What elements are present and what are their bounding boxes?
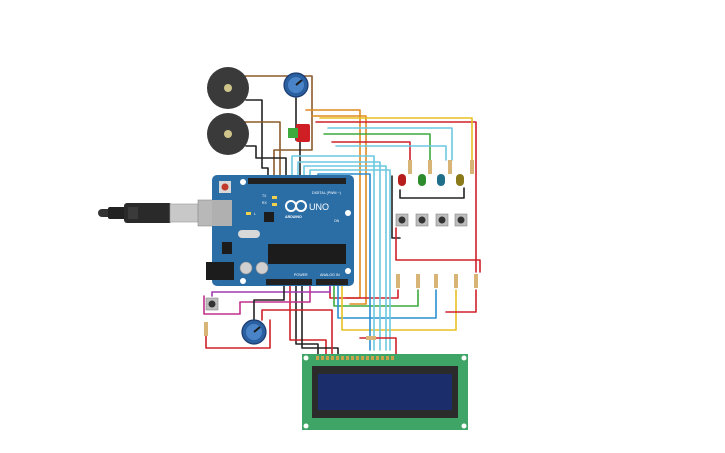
resistor[interactable] [416,274,420,288]
wire-buzzer-3[interactable] [239,121,281,181]
wire-lcd-vcc[interactable] [289,283,327,355]
lcd-display[interactable] [302,354,468,430]
wire-btn1[interactable] [329,283,399,299]
potentiometer-top[interactable] [283,72,309,98]
resistor[interactable] [470,160,474,174]
wire-red-top[interactable] [315,121,477,273]
resistor[interactable] [204,322,208,336]
rx-label: RX [262,201,267,205]
buzzer-bottom[interactable] [207,113,249,155]
wire-btn-red[interactable] [445,289,477,313]
resistor[interactable] [408,160,412,174]
buzzer-top[interactable] [207,67,249,109]
pushbutton-3[interactable] [435,213,449,227]
l-label: L [254,212,256,216]
wire-btn3[interactable] [337,283,437,319]
wire-btn-gnd[interactable] [391,175,401,239]
wire-lcd-d6[interactable] [303,165,387,351]
wire-yellow-top[interactable] [319,117,473,161]
wire-red-led[interactable] [331,141,411,161]
led-blue[interactable] [437,174,445,186]
wire-btn-rail[interactable] [395,227,481,273]
on-label: ON [334,219,340,223]
resistor[interactable] [448,160,452,174]
leds [398,174,464,186]
board-brand-label: ARDUINO [285,215,302,219]
analog-header-label: ANALOG IN [320,273,340,277]
wire-lcd-d5[interactable] [297,161,381,351]
led-yellow[interactable] [456,174,464,186]
wire-gray-top[interactable] [335,145,447,161]
button-resistors [366,274,478,340]
power-header-label: POWER [294,273,308,277]
wire-pot-bottom-v0[interactable] [261,309,333,355]
wire-purple[interactable] [211,283,331,297]
wire-pot-bottom-red[interactable] [205,319,271,349]
resistor[interactable] [366,336,376,340]
wire-green-top[interactable] [323,133,431,161]
wire-pot-bottom-gnd[interactable] [253,283,285,321]
pushbuttons [395,213,468,227]
resistor[interactable] [454,274,458,288]
wire-cyan-top[interactable] [327,127,453,161]
wire-btn4[interactable] [341,283,457,331]
wire-buzzer-4[interactable] [245,145,287,181]
pushbutton-4[interactable] [454,213,468,227]
usb-cable[interactable] [98,199,233,227]
tx-label: TX [262,194,267,198]
wire-orange-2[interactable] [311,115,367,305]
slide-switch[interactable] [288,124,310,142]
resistor[interactable] [434,274,438,288]
pushbutton-2[interactable] [415,213,429,227]
wire-buzzer-2[interactable] [245,99,269,181]
digital-header-label: DIGITAL (PWM ~) [312,191,341,195]
pushbutton-1[interactable] [395,213,409,227]
pushbutton-5[interactable] [205,297,219,311]
lcd-screen [318,374,452,410]
led-green[interactable] [418,174,426,186]
wire-led-gnd[interactable] [399,187,465,199]
resistor[interactable] [428,160,432,174]
lcd-pin-header [316,356,394,360]
arduino-board[interactable]: UNO ARDUINO DIGITAL (PWM ~) POWER ANALOG… [206,175,354,286]
potentiometer-bottom[interactable] [241,319,267,345]
led-red[interactable] [398,174,406,186]
wire-lcd-rw[interactable] [301,283,339,355]
led-resistors [408,160,474,174]
wire-btn2[interactable] [333,283,419,307]
wire-lcd-d4[interactable] [291,155,375,351]
resistor[interactable] [396,274,400,288]
resistor[interactable] [474,274,478,288]
arduino-logo-icon [285,200,307,212]
board-model-label: UNO [309,202,329,212]
wire-magenta[interactable] [203,283,311,315]
wire-lcd-gnd[interactable] [295,283,319,355]
